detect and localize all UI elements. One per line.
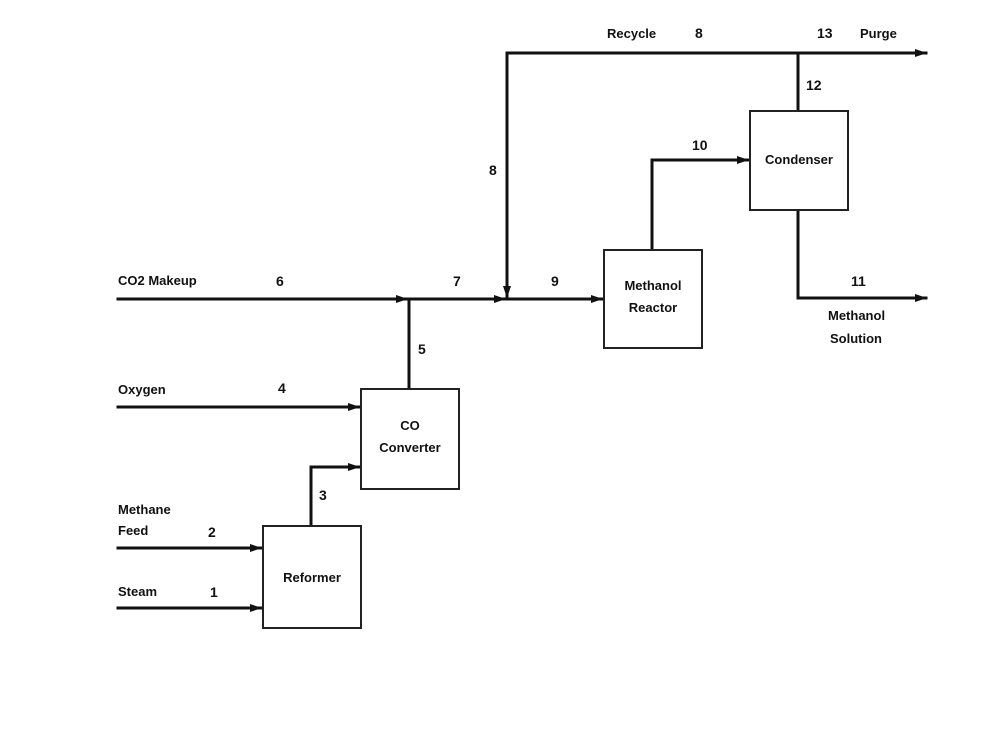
stream-9-number: 9 — [551, 273, 559, 289]
methanol-reactor-unit: Methanol Reactor — [603, 249, 703, 349]
reformer-unit: Reformer — [262, 525, 362, 629]
stream-11-number: 11 — [851, 273, 866, 289]
stream-1-number: 1 — [210, 584, 218, 600]
stream-3-line — [309, 463, 361, 527]
purge-label: Purge — [860, 26, 897, 41]
stream-5-number: 5 — [418, 341, 426, 357]
stream-10-line — [650, 156, 750, 251]
condenser-label: Condenser — [765, 152, 833, 167]
condenser-unit: Condenser — [749, 110, 849, 211]
methane-feed-label-line1: Methane — [118, 502, 171, 517]
co2-makeup-label: CO2 Makeup — [118, 273, 197, 288]
co-converter-label-line2: Converter — [379, 440, 440, 455]
reformer-label: Reformer — [283, 570, 341, 585]
methanol-solution-label-line1: Methanol — [828, 308, 885, 323]
oxygen-label: Oxygen — [118, 382, 166, 397]
stream-7-number: 7 — [453, 273, 461, 289]
stream-11-line — [796, 210, 928, 302]
steam-label: Steam — [118, 584, 157, 599]
stream-12-number: 12 — [806, 77, 822, 93]
stream-4-number: 4 — [278, 380, 286, 396]
stream-3-number: 3 — [319, 487, 327, 503]
methanol-reactor-label-line1: Methanol — [624, 278, 681, 293]
stream-2-number: 2 — [208, 524, 216, 540]
methanol-reactor-label-line2: Reactor — [629, 300, 677, 315]
stream-6-number: 6 — [276, 273, 284, 289]
methanol-solution-label-line2: Solution — [830, 331, 882, 346]
stream-10-number: 10 — [692, 137, 708, 153]
methane-feed-label-line2: Feed — [118, 523, 148, 538]
stream-8-vertical-number: 8 — [489, 162, 497, 178]
stream-8-recycle-number: 8 — [695, 25, 703, 41]
recycle-label: Recycle — [607, 26, 656, 41]
co-converter-unit: CO Converter — [360, 388, 460, 490]
co-converter-label-line1: CO — [400, 418, 420, 433]
stream-13-number: 13 — [817, 25, 833, 41]
